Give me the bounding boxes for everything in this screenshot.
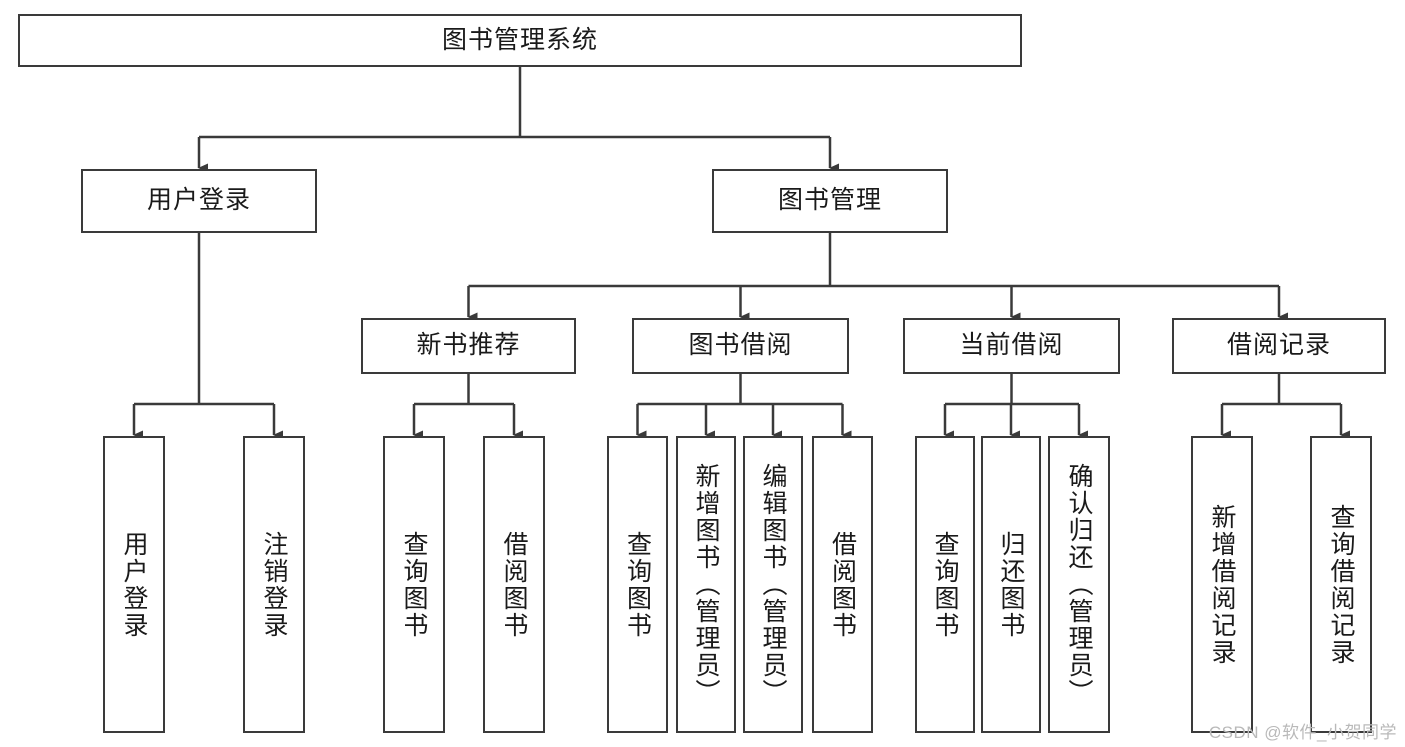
node-label: 查询图书 bbox=[400, 530, 428, 639]
node-label: 新书推荐 bbox=[416, 331, 521, 360]
node-book-manage[interactable]: 图书管理 bbox=[712, 169, 948, 233]
node-leaf-cur-return[interactable]: 归还图书 bbox=[981, 436, 1041, 733]
node-label: 查询借阅记录 bbox=[1327, 503, 1355, 666]
node-label: 图书管理 bbox=[777, 186, 882, 215]
node-label: 查询图书 bbox=[623, 530, 652, 639]
node-label: 归还图书 bbox=[997, 530, 1025, 639]
node-leaf-rec-search[interactable]: 查询借阅记录 bbox=[1310, 436, 1372, 733]
node-label: 用户登录 bbox=[146, 186, 251, 215]
node-user-login[interactable]: 用户登录 bbox=[81, 169, 317, 233]
node-label: 图书管理系统 bbox=[441, 25, 598, 54]
node-label: 新增借阅记录 bbox=[1208, 503, 1236, 666]
node-current-borrow[interactable]: 当前借阅 bbox=[903, 318, 1120, 374]
node-leaf-rec-add[interactable]: 新增借阅记录 bbox=[1191, 436, 1253, 733]
node-leaf-borrow-add[interactable]: 新增图书（管理员） bbox=[676, 436, 736, 733]
node-leaf-borrow-edit[interactable]: 编辑图书（管理员） bbox=[743, 436, 803, 733]
node-label: 用户登录 bbox=[120, 530, 148, 639]
node-label: 借阅记录 bbox=[1226, 331, 1331, 360]
node-leaf-user-logout[interactable]: 注销登录 bbox=[243, 436, 305, 733]
node-label: 注销登录 bbox=[260, 530, 288, 639]
node-label: 查询图书 bbox=[931, 530, 959, 639]
edge-group bbox=[132, 67, 1350, 440]
node-label: 借阅图书 bbox=[828, 530, 857, 639]
node-leaf-cur-query[interactable]: 查询图书 bbox=[915, 436, 975, 733]
node-leaf-rec-borrow[interactable]: 借阅图书 bbox=[483, 436, 545, 733]
node-label: 当前借阅 bbox=[959, 331, 1064, 360]
node-borrow-record[interactable]: 借阅记录 bbox=[1172, 318, 1386, 374]
node-root[interactable]: 图书管理系统 bbox=[18, 14, 1022, 67]
node-label: 借阅图书 bbox=[500, 530, 528, 639]
node-new-book-rec[interactable]: 新书推荐 bbox=[361, 318, 576, 374]
node-label: 确认归还（管理员） bbox=[1065, 463, 1093, 706]
node-label: 新增图书（管理员） bbox=[692, 463, 720, 706]
node-label: 图书借阅 bbox=[688, 331, 793, 360]
node-label: 编辑图书（管理员） bbox=[759, 463, 787, 706]
watermark: CSDN @软件_小贺同学 bbox=[1208, 723, 1397, 742]
node-leaf-cur-confirm[interactable]: 确认归还（管理员） bbox=[1048, 436, 1110, 733]
node-leaf-borrow-query[interactable]: 查询图书 bbox=[607, 436, 668, 733]
node-leaf-rec-query[interactable]: 查询图书 bbox=[383, 436, 445, 733]
node-leaf-borrow-lend[interactable]: 借阅图书 bbox=[812, 436, 873, 733]
node-leaf-user-login[interactable]: 用户登录 bbox=[103, 436, 165, 733]
node-book-borrow[interactable]: 图书借阅 bbox=[632, 318, 849, 374]
